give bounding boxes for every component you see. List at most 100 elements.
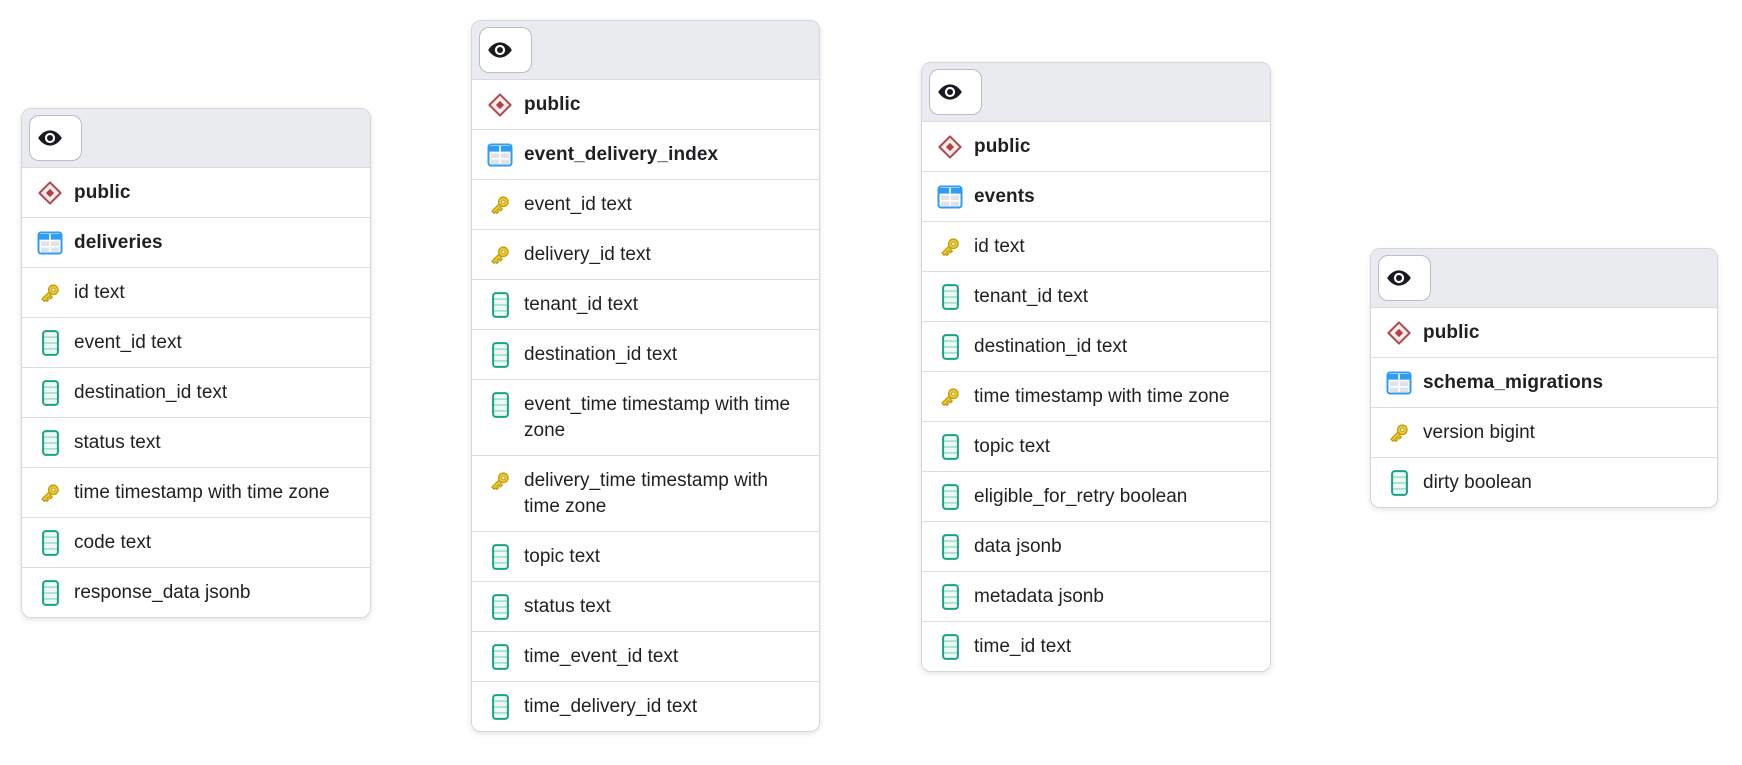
column-label: status text: [524, 596, 611, 617]
card-header[interactable]: [1371, 249, 1717, 308]
column-row[interactable]: time timestamp with time zone: [922, 372, 1270, 422]
column-icon: [487, 594, 513, 620]
column-icon: [37, 580, 63, 606]
column-label: time_delivery_id text: [524, 696, 698, 717]
schema-diamond-icon: [37, 180, 63, 206]
column-row[interactable]: data jsonb: [922, 522, 1270, 572]
schema-row[interactable]: public: [1371, 308, 1717, 358]
key-icon: [487, 242, 513, 268]
card-rows: public event_delivery_index: [472, 80, 819, 731]
column-row[interactable]: destination_id text: [922, 322, 1270, 372]
column-label: event_time timestamp with time zone: [524, 394, 791, 441]
column-row[interactable]: status text: [22, 418, 370, 468]
column-label: data jsonb: [974, 536, 1062, 557]
column-label: delivery_id text: [524, 244, 651, 265]
column-row[interactable]: response_data jsonb: [22, 568, 370, 617]
column-row[interactable]: time_id text: [922, 622, 1270, 671]
visibility-toggle-button[interactable]: [1378, 255, 1431, 301]
column-row[interactable]: time_event_id text: [472, 632, 819, 682]
column-icon: [937, 634, 963, 660]
column-label: id text: [74, 282, 125, 303]
column-icon: [487, 342, 513, 368]
card-header[interactable]: [922, 63, 1270, 122]
column-label: time timestamp with time zone: [974, 386, 1230, 407]
card-rows: public schema_migrations: [1371, 308, 1717, 507]
eye-icon: [937, 79, 963, 105]
visibility-toggle-button[interactable]: [29, 115, 82, 161]
column-icon: [937, 434, 963, 460]
column-row[interactable]: time timestamp with time zone: [22, 468, 370, 518]
column-icon: [937, 334, 963, 360]
card-rows: public deliveries: [22, 168, 370, 617]
column-label: code text: [74, 532, 152, 553]
column-label: eligible_for_retry boolean: [974, 486, 1188, 507]
schema-row[interactable]: public: [22, 168, 370, 218]
schema-row[interactable]: public: [922, 122, 1270, 172]
schema-row[interactable]: public: [472, 80, 819, 130]
column-row[interactable]: eligible_for_retry boolean: [922, 472, 1270, 522]
column-label: destination_id text: [974, 336, 1128, 357]
table-card-deliveries[interactable]: public deliveries: [21, 108, 371, 618]
key-icon: [937, 234, 963, 260]
table-name: event_delivery_index: [524, 144, 719, 165]
column-row[interactable]: code text: [22, 518, 370, 568]
table-icon: [37, 230, 63, 256]
column-row[interactable]: metadata jsonb: [922, 572, 1270, 622]
key-icon: [1386, 420, 1412, 446]
column-row[interactable]: time_delivery_id text: [472, 682, 819, 731]
column-row[interactable]: destination_id text: [22, 368, 370, 418]
schema-name: public: [1423, 322, 1480, 343]
table-icon: [487, 142, 513, 168]
column-icon: [487, 292, 513, 318]
schema-name: public: [974, 136, 1031, 157]
table-card-event_delivery_index[interactable]: public event_delivery_index: [471, 20, 820, 732]
table-name-row[interactable]: deliveries: [22, 218, 370, 268]
column-icon: [37, 380, 63, 406]
column-row[interactable]: id text: [922, 222, 1270, 272]
table-name-row[interactable]: events: [922, 172, 1270, 222]
column-row[interactable]: event_id text: [472, 180, 819, 230]
column-row[interactable]: delivery_time timestamp with time zone: [472, 456, 819, 532]
table-card-schema_migrations[interactable]: public schema_migrations: [1370, 248, 1718, 508]
key-icon: [37, 480, 63, 506]
eye-icon: [1386, 265, 1412, 291]
column-label: time timestamp with time zone: [74, 482, 330, 503]
column-row[interactable]: tenant_id text: [472, 280, 819, 330]
table-name-row[interactable]: schema_migrations: [1371, 358, 1717, 408]
card-header[interactable]: [22, 109, 370, 168]
column-label: tenant_id text: [974, 286, 1089, 307]
column-row[interactable]: version bigint: [1371, 408, 1717, 458]
column-row[interactable]: delivery_id text: [472, 230, 819, 280]
column-row[interactable]: event_time timestamp with time zone: [472, 380, 819, 456]
column-label: event_id text: [74, 332, 182, 353]
column-row[interactable]: destination_id text: [472, 330, 819, 380]
key-icon: [937, 384, 963, 410]
eye-icon: [487, 37, 513, 63]
column-icon: [937, 584, 963, 610]
schema-name: public: [74, 182, 131, 203]
column-row[interactable]: topic text: [922, 422, 1270, 472]
column-icon: [487, 392, 513, 418]
column-icon: [487, 644, 513, 670]
card-header[interactable]: [472, 21, 819, 80]
table-icon: [1386, 370, 1412, 396]
column-label: version bigint: [1423, 422, 1535, 443]
column-label: metadata jsonb: [974, 586, 1104, 607]
column-icon: [487, 544, 513, 570]
column-row[interactable]: dirty boolean: [1371, 458, 1717, 507]
column-row[interactable]: status text: [472, 582, 819, 632]
column-row[interactable]: topic text: [472, 532, 819, 582]
table-card-events[interactable]: public events: [921, 62, 1271, 672]
visibility-toggle-button[interactable]: [479, 27, 532, 73]
column-icon: [487, 694, 513, 720]
column-icon: [37, 530, 63, 556]
column-label: tenant_id text: [524, 294, 639, 315]
column-row[interactable]: tenant_id text: [922, 272, 1270, 322]
column-row[interactable]: event_id text: [22, 318, 370, 368]
visibility-toggle-button[interactable]: [929, 69, 982, 115]
column-icon: [1386, 470, 1412, 496]
column-label: destination_id text: [74, 382, 228, 403]
table-name-row[interactable]: event_delivery_index: [472, 130, 819, 180]
column-row[interactable]: id text: [22, 268, 370, 318]
